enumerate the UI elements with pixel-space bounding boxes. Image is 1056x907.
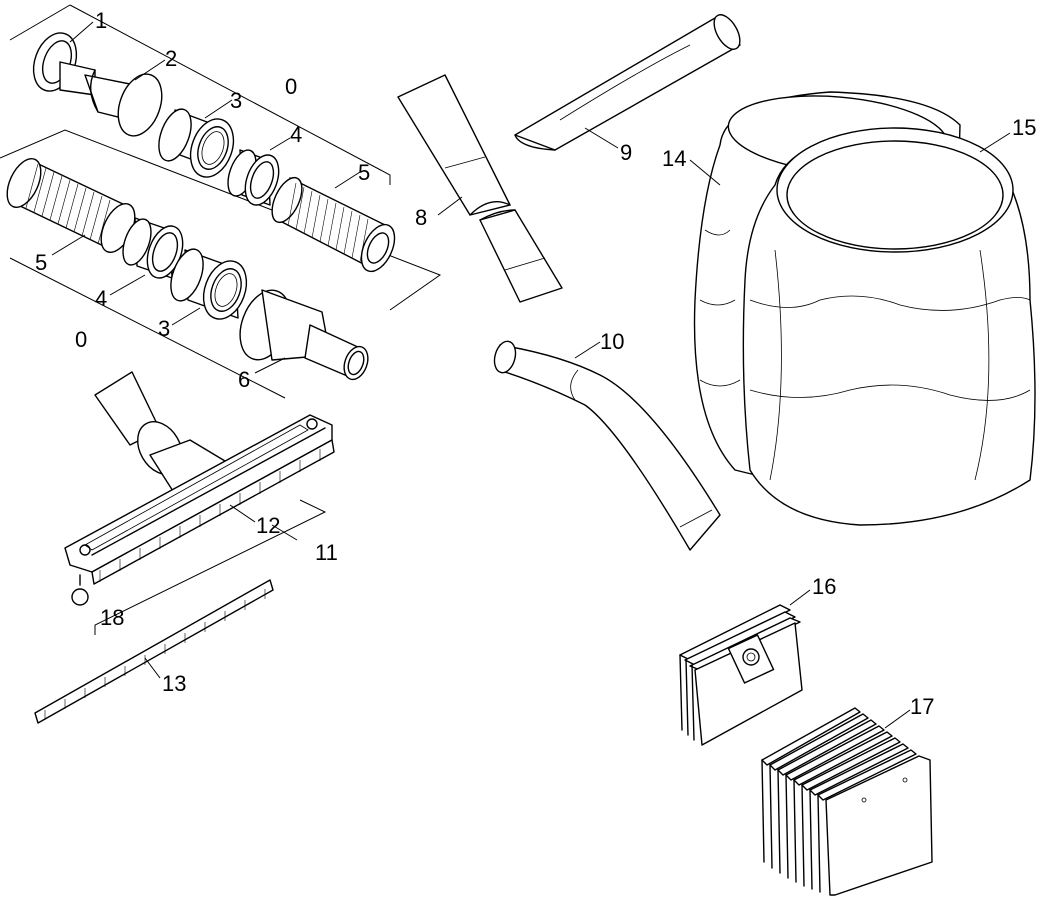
callout-15: 15 — [1012, 115, 1036, 140]
callout-12: 12 — [256, 513, 280, 538]
callout-10: 10 — [600, 329, 624, 354]
callout-14: 14 — [662, 146, 686, 171]
callout-3: 3 — [230, 88, 242, 113]
callout-4-lower: 4 — [95, 286, 107, 311]
kit-bracket-nozzle — [94, 499, 327, 635]
kit-bracket-upper — [9, 4, 391, 185]
part-10-bent-tube — [493, 340, 721, 551]
callout-13: 13 — [162, 671, 186, 696]
part-3-coupling-lower — [170, 248, 248, 320]
part-5-hose-lower — [6, 158, 136, 253]
callout-1: 1 — [95, 8, 107, 33]
callout-18: 18 — [100, 605, 124, 630]
part-9-crevice-nozzle — [514, 14, 741, 151]
callout-9: 9 — [620, 140, 632, 165]
part-15-filter-basket — [742, 127, 1036, 526]
callout-3-lower: 3 — [158, 316, 170, 341]
callout-8: 8 — [415, 205, 427, 230]
part-2-adapter — [59, 61, 163, 137]
callout-11: 11 — [315, 540, 338, 565]
callout-2: 2 — [165, 46, 177, 71]
part-17-filter-sheets — [761, 707, 933, 896]
part-4-clamp-lower — [122, 217, 184, 279]
callout-0-lower: 0 — [75, 327, 87, 352]
part-3-coupling-upper — [158, 108, 235, 178]
part-13-brush-strip — [34, 579, 274, 724]
callout-5-lower: 5 — [35, 250, 47, 275]
callout-6: 6 — [238, 367, 250, 392]
part-18-screw — [71, 574, 89, 606]
callout-0: 0 — [285, 74, 297, 99]
callout-4: 4 — [290, 122, 302, 147]
callout-5: 5 — [358, 160, 370, 185]
part-12-squeegee — [91, 439, 335, 585]
part-4-clamp-upper — [227, 149, 280, 206]
callout-17: 17 — [910, 694, 934, 719]
part-8-split-tube — [397, 74, 563, 303]
part-5-hose-upper — [271, 176, 396, 273]
leader-lines — [51, 21, 1011, 729]
callout-16: 16 — [812, 574, 836, 599]
part-11-floor-nozzle — [64, 371, 333, 573]
part-6-reducer — [239, 289, 369, 381]
callouts: 1 2 3 0 4 5 5 4 0 3 6 8 9 10 14 15 12 11… — [35, 8, 1036, 719]
part-16-dust-bags — [679, 604, 803, 746]
